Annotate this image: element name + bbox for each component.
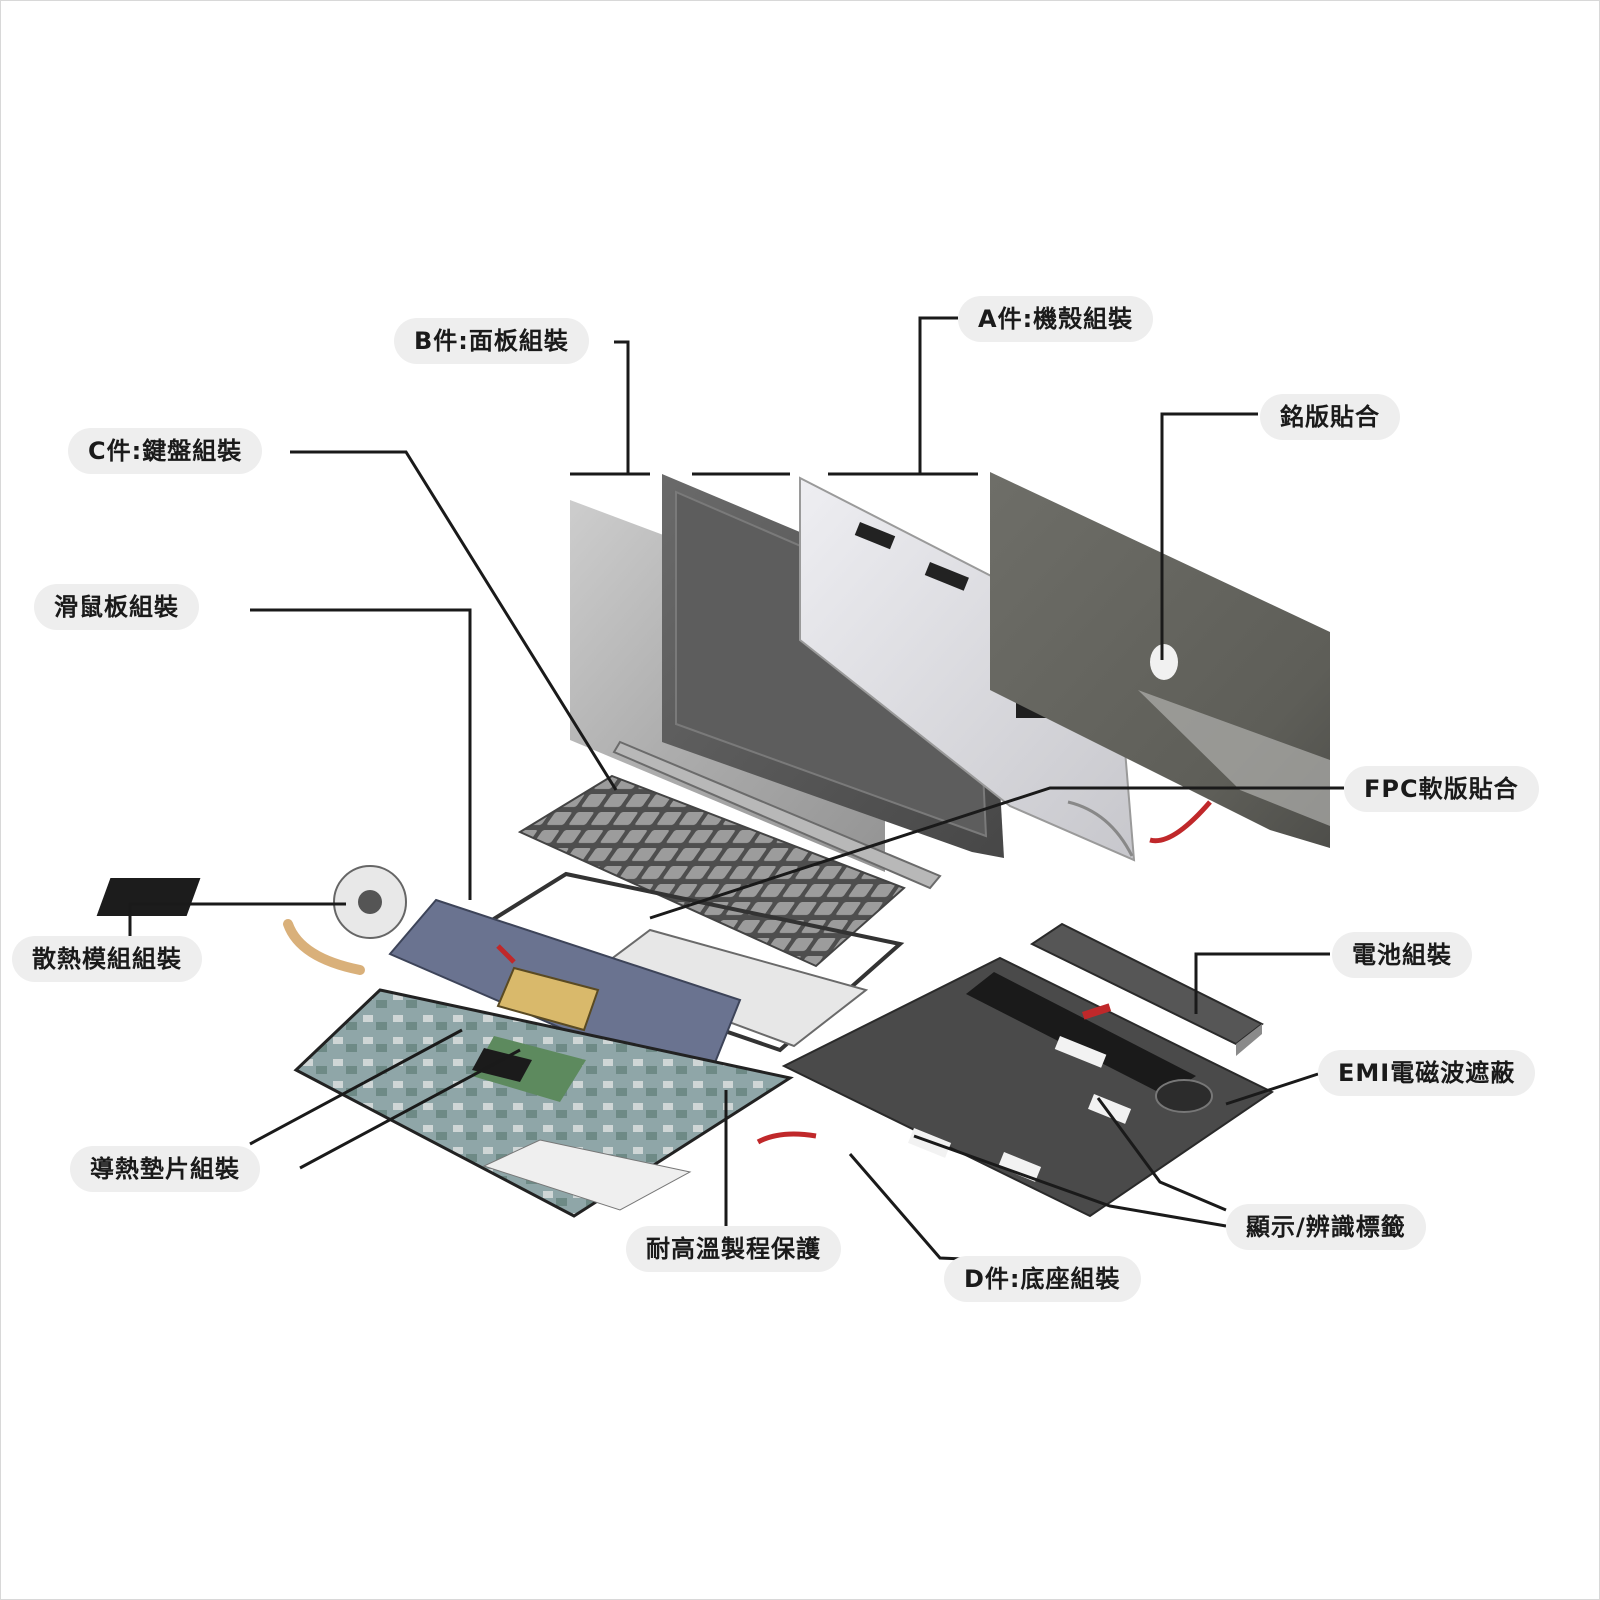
label-emi: EMI電磁波遮蔽 (1318, 1050, 1535, 1096)
label-c-keyboard: C件:鍵盤組裝 (68, 428, 262, 474)
leader-touchpad (250, 610, 470, 900)
label-thermal-pad: 導熱墊片組裝 (70, 1146, 260, 1192)
label-d-base: D件:底座組裝 (944, 1256, 1141, 1302)
leader-a-shell (920, 318, 958, 474)
touchpad-block (97, 878, 201, 916)
label-a-shell: A件:機殼組裝 (958, 296, 1153, 342)
label-battery: 電池組裝 (1332, 932, 1472, 978)
label-high-temp: 耐高溫製程保護 (626, 1226, 841, 1272)
cooling-fan-hub (358, 890, 382, 914)
nameplate-badge (1150, 644, 1178, 680)
base-speaker (1156, 1080, 1212, 1112)
label-touchpad: 滑鼠板組裝 (34, 584, 199, 630)
label-cooling: 散熱模組組裝 (12, 936, 202, 982)
leader-d-base (850, 1154, 988, 1260)
label-id-label: 顯示/辨識標籤 (1226, 1204, 1426, 1250)
label-fpc: FPC軟版貼合 (1344, 766, 1539, 812)
red-arrow-top (1150, 802, 1210, 841)
label-b-panel: B件:面板組裝 (394, 318, 589, 364)
leader-c-keyboard (290, 452, 616, 790)
label-nameplate: 銘版貼合 (1260, 394, 1400, 440)
leader-b-panel (614, 342, 628, 474)
red-arrow-bottom (758, 1134, 816, 1142)
